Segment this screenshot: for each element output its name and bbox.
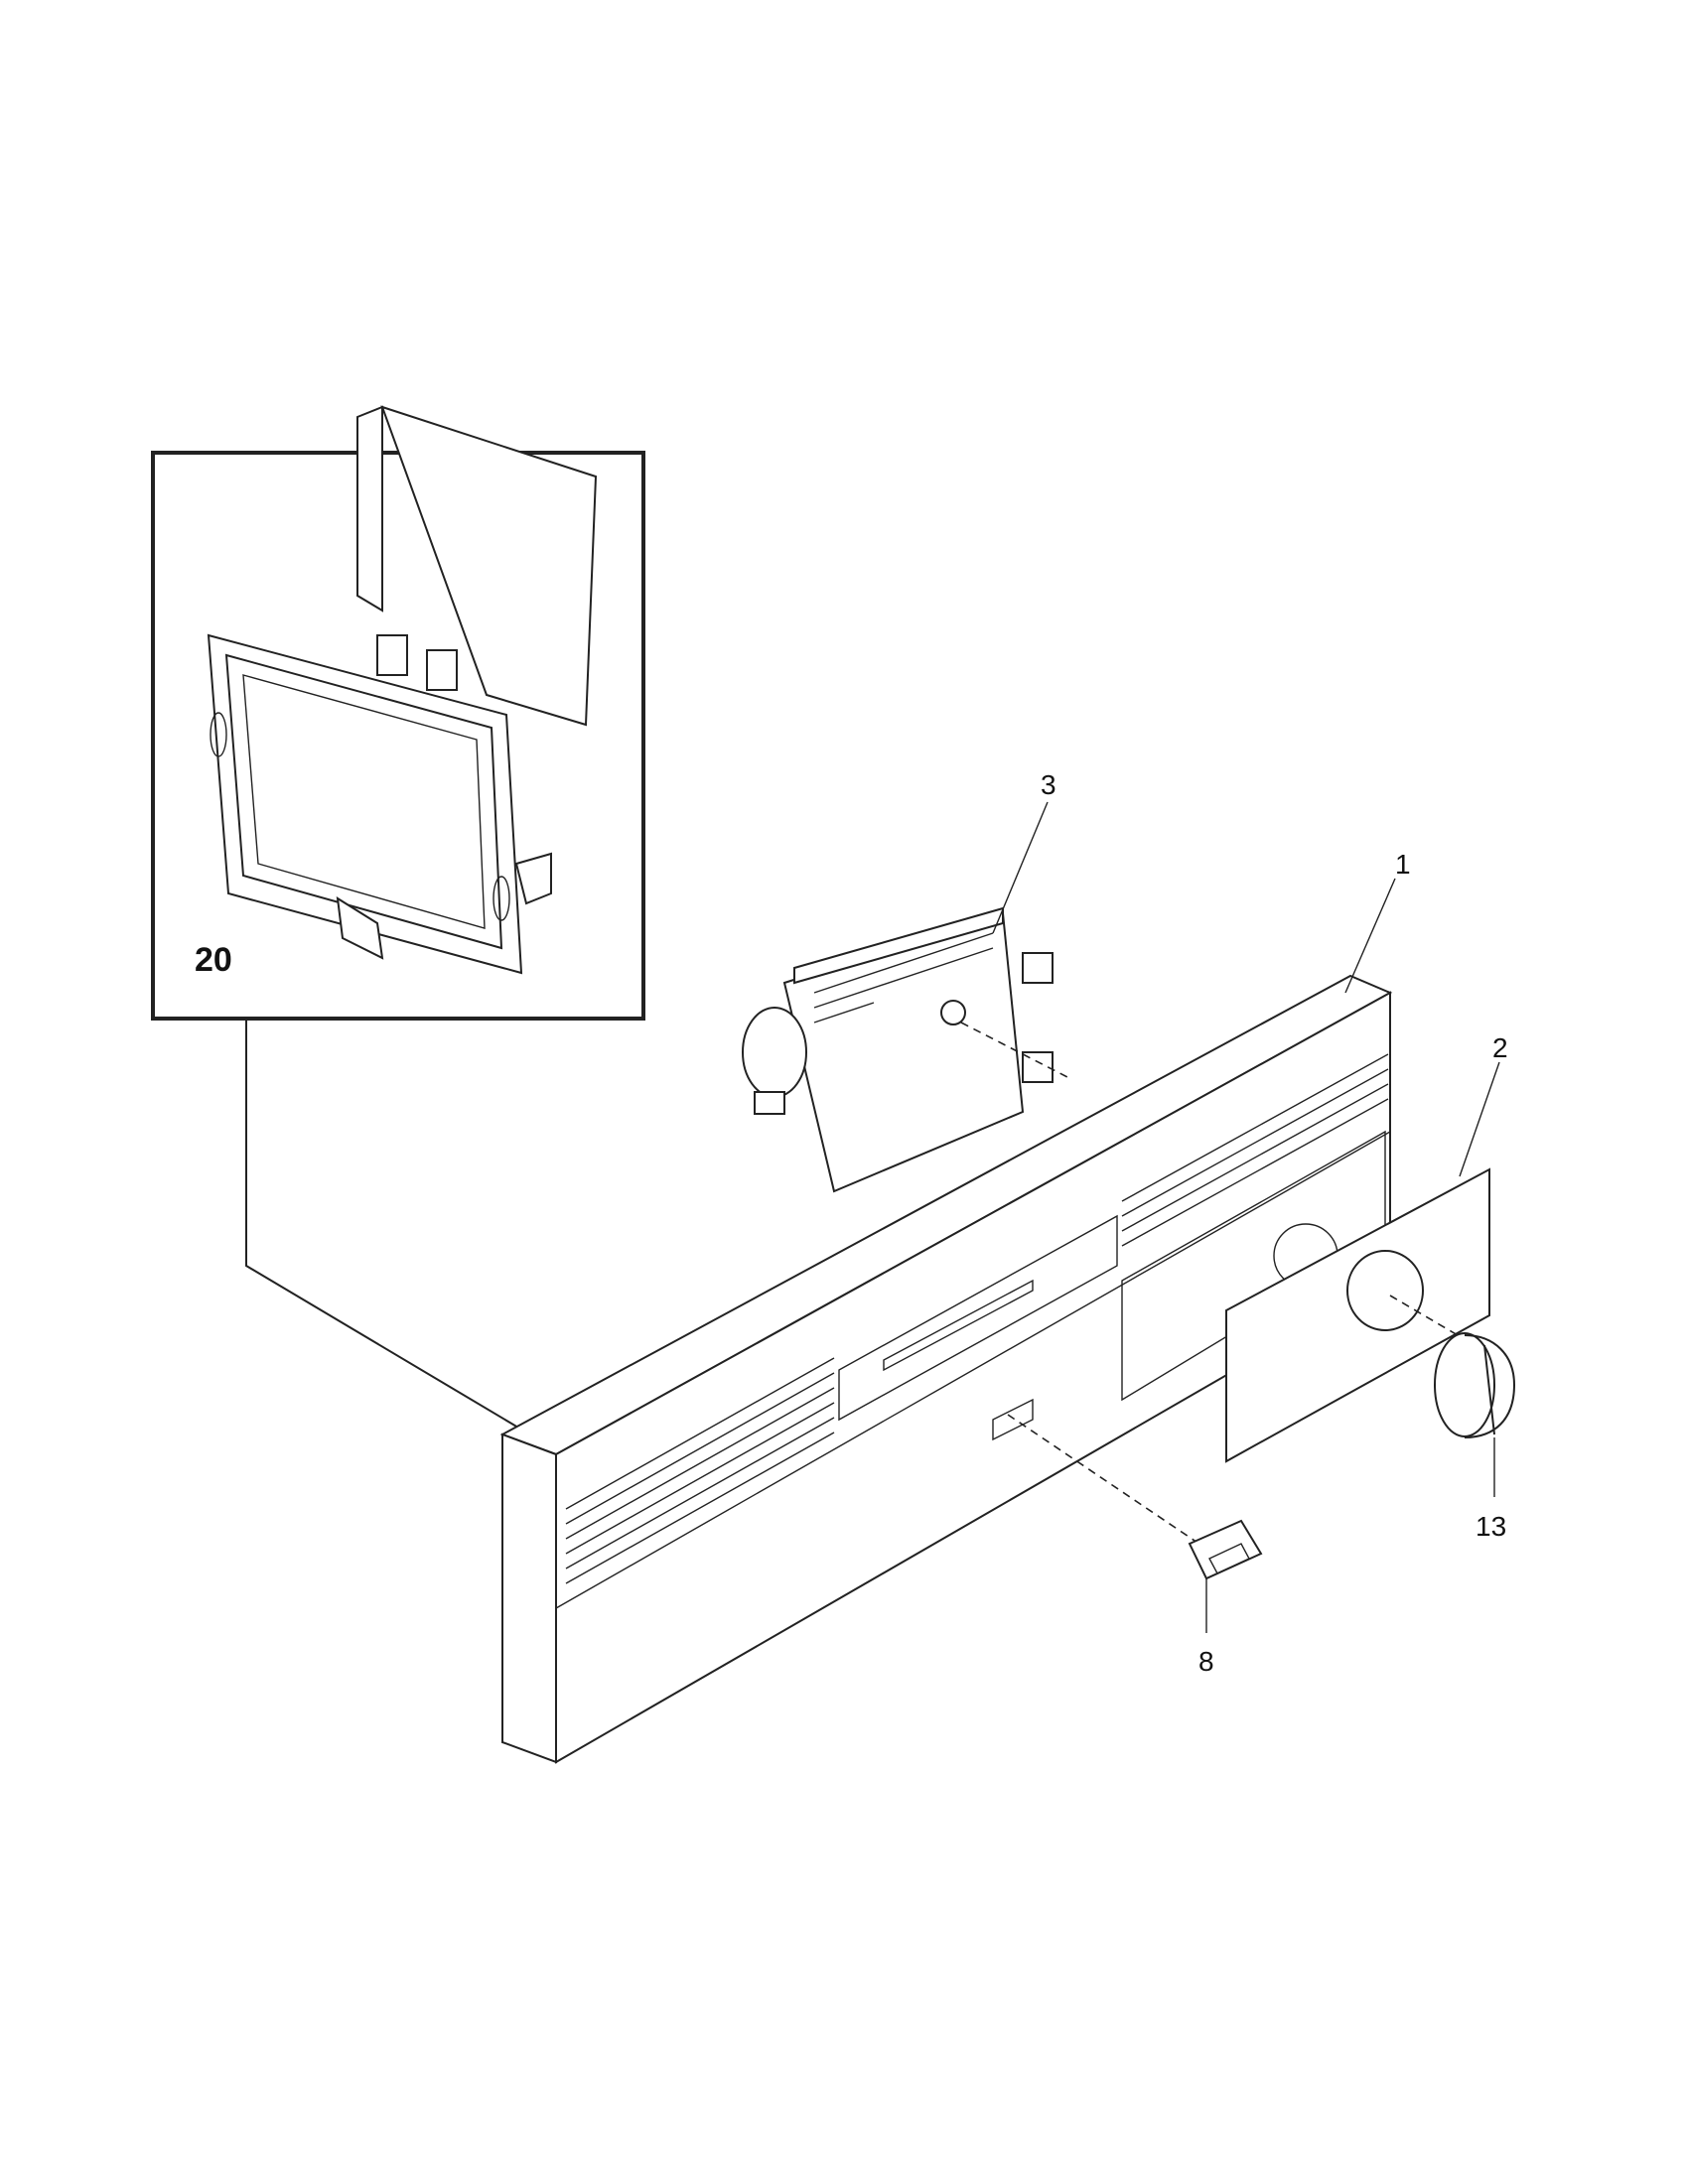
overlay-dash-line <box>1389 1295 1476 1346</box>
leader-3 <box>992 801 1049 934</box>
leader-2 <box>1459 1061 1500 1177</box>
knob-icon <box>1434 1332 1516 1438</box>
callout-2-label: 2 <box>1492 1032 1508 1063</box>
callout-8-label: 8 <box>1198 1646 1214 1677</box>
inset-leader-line <box>245 1019 519 1429</box>
control-overlay-icon <box>1225 1167 1490 1463</box>
timer-icon <box>742 906 1054 1193</box>
callout-3-label: 3 <box>1041 769 1056 800</box>
leader-1 <box>1344 878 1396 994</box>
callout-20-label: 20 <box>195 941 232 979</box>
timer-dash-line <box>960 1022 1068 1078</box>
rocker-switch-icon <box>1188 1519 1263 1580</box>
detergent-dispenser-icon <box>207 405 598 975</box>
switch-dash-line <box>1007 1414 1207 1550</box>
control-panel-icon <box>499 974 1393 1764</box>
callout-1-label: 1 <box>1395 849 1411 880</box>
dispenser-inset <box>151 405 645 1021</box>
callout-13-label: 13 <box>1476 1511 1506 1542</box>
